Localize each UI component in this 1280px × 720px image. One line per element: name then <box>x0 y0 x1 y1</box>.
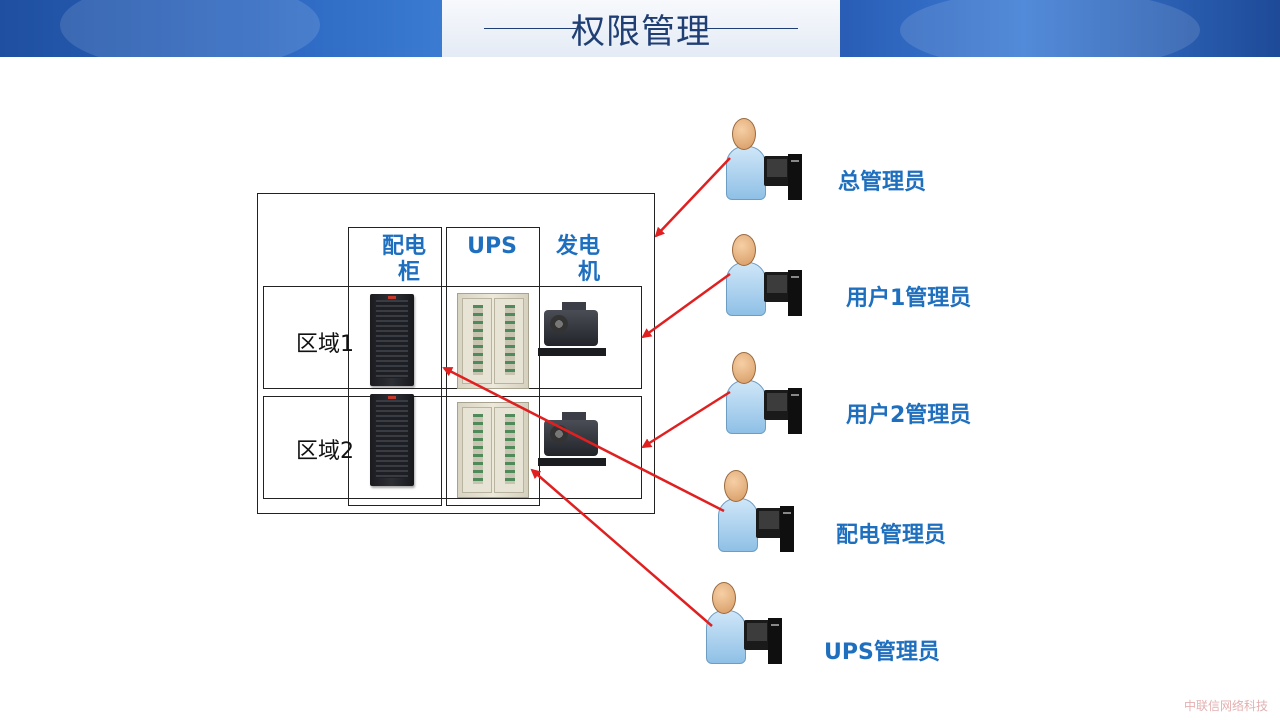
role-label-user2-admin: 用户2管理员 <box>846 403 972 428</box>
matrix-outer-frame <box>257 193 655 514</box>
column-label-distribution: 配电 柜 <box>372 234 436 286</box>
row-label-zone-1: 区域1 <box>296 332 354 357</box>
column-frame-ups <box>446 227 540 506</box>
generator-icon <box>538 410 606 466</box>
administrator-icon <box>706 582 786 668</box>
world-map-decoration <box>900 0 1200 57</box>
row-label-zone-2: 区域2 <box>296 439 354 464</box>
administrator-icon <box>726 118 806 204</box>
ups-cabinet-icon <box>457 293 529 389</box>
distribution-cabinet-icon <box>370 294 414 386</box>
administrator-icon <box>726 234 806 320</box>
role-label-ups-admin: UPS管理员 <box>824 640 940 665</box>
arrow-distribution-admin <box>442 366 725 513</box>
page-title: 权限管理 <box>571 12 711 52</box>
generator-icon <box>538 300 606 356</box>
watermark: 中联信网络科技 <box>1183 699 1268 713</box>
header-banner: 权限管理 <box>0 0 1280 57</box>
column-label-ups: UPS <box>458 234 526 260</box>
column-label-line: 柜 <box>397 260 420 285</box>
administrator-icon <box>718 470 798 556</box>
title-box: 权限管理 <box>442 0 840 57</box>
arrow-user2-admin <box>641 390 731 449</box>
role-label-user1-admin: 用户1管理员 <box>846 286 972 311</box>
column-label-line: 配电 <box>381 234 426 259</box>
title-rule-left <box>484 28 576 29</box>
arrow-user1-admin <box>641 272 731 339</box>
title-rule-right <box>706 28 798 29</box>
column-label-generator: 发电 机 <box>548 234 608 286</box>
column-frame-distribution <box>348 227 442 506</box>
role-label-distribution-admin: 配电管理员 <box>836 523 947 548</box>
column-label-line: 机 <box>577 260 600 285</box>
arrow-super-admin <box>654 157 731 238</box>
distribution-cabinet-icon <box>370 394 414 486</box>
ups-cabinet-icon <box>457 402 529 498</box>
column-label-line: UPS <box>467 234 517 259</box>
administrator-icon <box>726 352 806 438</box>
world-map-decoration <box>60 0 320 57</box>
role-label-super-admin: 总管理员 <box>838 170 927 195</box>
column-label-line: 发电 <box>555 234 600 259</box>
arrow-ups-admin <box>530 468 713 627</box>
